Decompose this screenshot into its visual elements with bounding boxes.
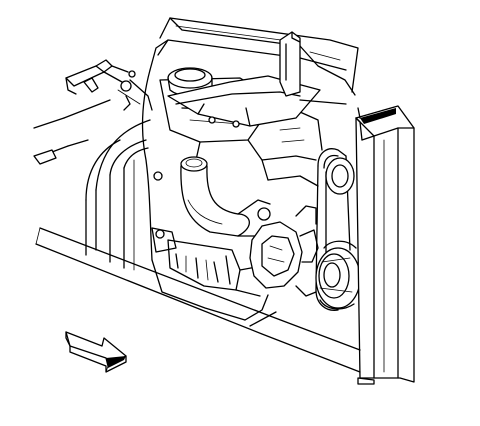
coolant-outlet-elbow	[180, 156, 271, 237]
pulley-assembly	[315, 157, 361, 310]
left-bracket	[33, 99, 111, 165]
radiator-support	[299, 99, 415, 385]
water-pump-gear	[249, 205, 319, 297]
hood-panel	[157, 17, 359, 96]
direction-arrow	[65, 331, 127, 373]
engine-lift-bracket	[167, 31, 321, 128]
throttle-linkage	[65, 59, 153, 111]
fender-panel	[35, 227, 361, 373]
